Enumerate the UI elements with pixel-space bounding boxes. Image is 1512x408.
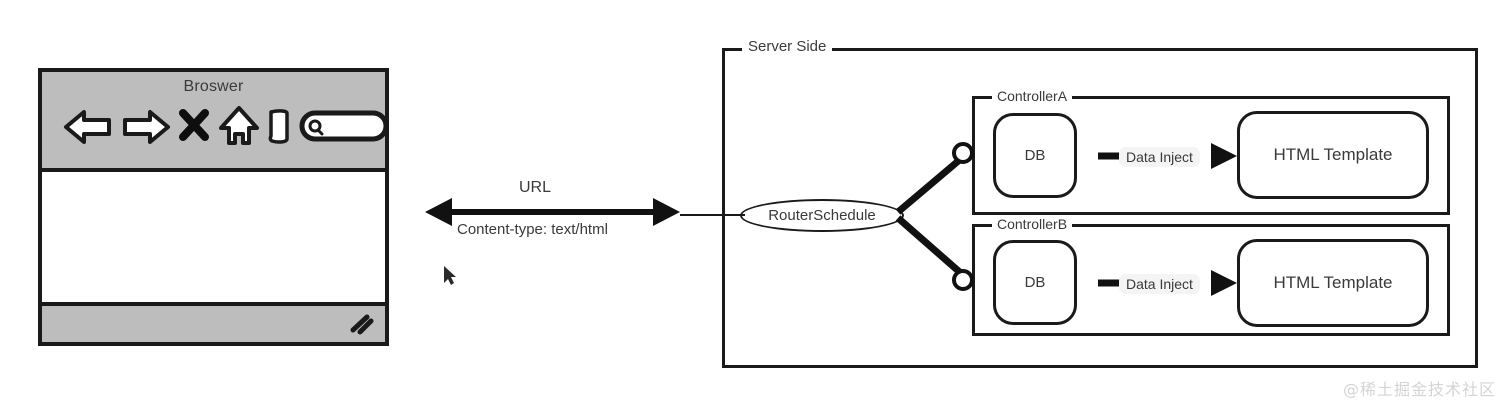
- page-icon[interactable]: [266, 108, 292, 151]
- home-icon[interactable]: [218, 104, 260, 153]
- mouse-cursor-icon: [444, 266, 456, 285]
- data-inject-label-a: Data Inject: [1119, 147, 1200, 167]
- html-template-node-a: HTML Template: [1237, 111, 1429, 199]
- search-icon: [308, 119, 324, 136]
- browser-title: Broswer: [183, 78, 244, 95]
- server-side-label: Server Side: [742, 38, 833, 55]
- search-input[interactable]: [298, 108, 390, 149]
- connector-circle-icon-b: [952, 269, 974, 291]
- content-type-label: Content-type: text/html: [457, 221, 608, 238]
- close-x-icon[interactable]: [178, 108, 210, 147]
- db-node-b: DB: [993, 240, 1077, 325]
- double-arrow-icon: [425, 198, 680, 226]
- inject-arrow-icon-b: [1098, 270, 1237, 296]
- controller-b-label: ControllerB: [992, 216, 1073, 232]
- back-arrow-icon[interactable]: [62, 106, 114, 153]
- controller-a-label: ControllerA: [992, 88, 1073, 104]
- router-schedule-node: RouterSchedule: [740, 199, 904, 232]
- router-branch-b: [895, 215, 966, 278]
- watermark: @稀土掘金技术社区: [1342, 380, 1496, 399]
- forward-arrow-icon[interactable]: [120, 106, 172, 153]
- data-inject-label-b: Data Inject: [1119, 274, 1200, 294]
- inject-arrow-icon-a: [1098, 143, 1237, 169]
- html-template-node-b: HTML Template: [1237, 239, 1429, 327]
- router-branch-a: [895, 154, 966, 215]
- db-node-a: DB: [993, 113, 1077, 198]
- server-side-frame: [722, 48, 1478, 368]
- browser-statusbar: [42, 302, 385, 342]
- resize-grip-icon[interactable]: [347, 312, 377, 343]
- browser-toolbar: Broswer: [42, 72, 389, 172]
- browser-window: Broswer: [38, 68, 389, 346]
- browser-viewport[interactable]: [42, 172, 385, 302]
- connector-circle-icon-a: [952, 142, 974, 164]
- url-label: URL: [519, 179, 552, 196]
